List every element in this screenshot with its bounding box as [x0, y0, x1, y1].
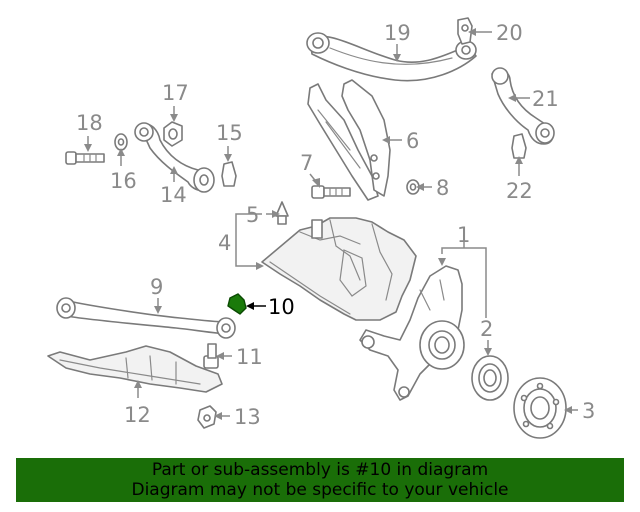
- callout-1: 1: [457, 223, 470, 247]
- part-9-lateral-link[interactable]: [56, 297, 236, 339]
- part-13-nut[interactable]: [197, 405, 217, 429]
- callout-19: 19: [384, 21, 411, 45]
- part-6-shield[interactable]: [307, 79, 391, 201]
- callout-15: 15: [216, 121, 243, 145]
- part-14-lower-arm[interactable]: [134, 122, 215, 193]
- part-2-bearing[interactable]: [471, 355, 509, 401]
- callout-17: 17: [162, 81, 189, 105]
- part-10-highlighted[interactable]: [227, 293, 247, 315]
- info-banner: Part or sub-assembly is #10 in diagram D…: [16, 458, 624, 502]
- part-3-hub[interactable]: [513, 377, 567, 439]
- part-17-bushing[interactable]: [163, 121, 183, 147]
- callout-14: 14: [160, 183, 187, 207]
- part-21-link-arm[interactable]: [491, 67, 555, 145]
- callout-11: 11: [236, 345, 263, 369]
- callout-4: 4: [218, 231, 231, 255]
- callout-3: 3: [582, 399, 595, 423]
- part-7-bolt[interactable]: [311, 185, 351, 199]
- callout-16: 16: [110, 169, 137, 193]
- part-16-washer[interactable]: [114, 133, 128, 151]
- part-15-bracket[interactable]: [221, 161, 237, 187]
- part-4-carrier[interactable]: [261, 217, 417, 321]
- callout-12: 12: [124, 403, 151, 427]
- callout-20: 20: [496, 21, 523, 45]
- banner-line-2: Diagram may not be specific to your vehi…: [131, 480, 509, 500]
- callout-22: 22: [506, 179, 533, 203]
- callout-5: 5: [246, 203, 259, 227]
- part-11-bolt[interactable]: [203, 343, 219, 369]
- banner-line-1: Part or sub-assembly is #10 in diagram: [151, 460, 489, 480]
- part-8-washer[interactable]: [406, 179, 420, 195]
- callout-8: 8: [436, 176, 449, 200]
- callout-9: 9: [150, 275, 163, 299]
- part-18-bolt[interactable]: [65, 151, 105, 165]
- part-1-knuckle[interactable]: [359, 265, 465, 401]
- part-5-clip[interactable]: [275, 201, 289, 225]
- part-22-bracket[interactable]: [511, 133, 527, 159]
- callout-10: 10: [268, 295, 295, 319]
- callout-7: 7: [300, 151, 313, 175]
- callout-18: 18: [76, 111, 103, 135]
- part-20-bracket[interactable]: [457, 17, 473, 45]
- callout-21: 21: [532, 87, 559, 111]
- part-12-lower-plate[interactable]: [47, 345, 223, 393]
- part-19-upper-control-arm[interactable]: [306, 32, 477, 82]
- callout-13: 13: [234, 405, 261, 429]
- parts-diagram: 19 20 21 22 6 7 8 17 15 18 16 14 5 4: [47, 17, 595, 439]
- callout-6: 6: [406, 129, 419, 153]
- callout-2: 2: [480, 317, 493, 341]
